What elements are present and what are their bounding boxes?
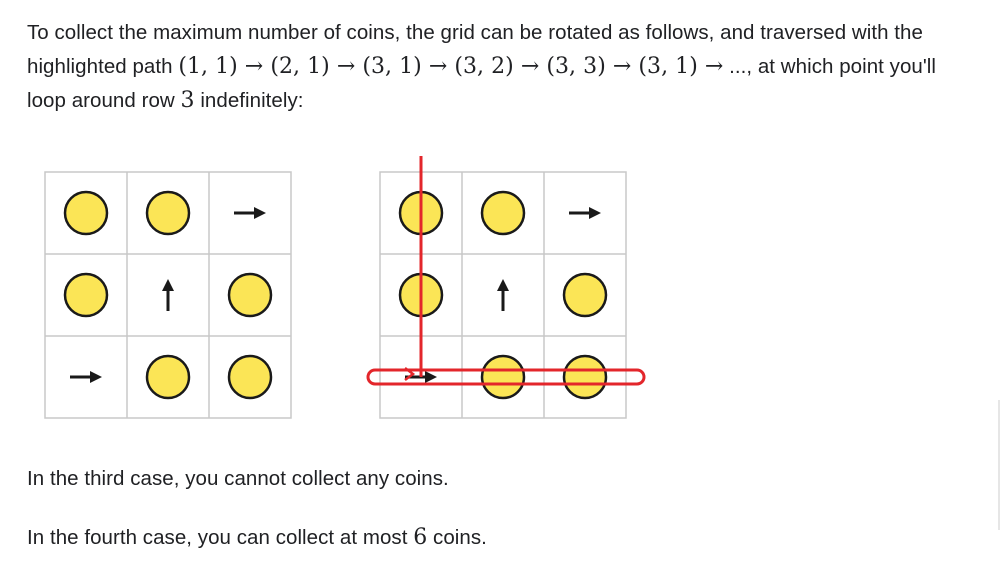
scroll-edge-line xyxy=(998,400,1000,530)
fourth-case-text-1: In the fourth case, you can collect at m… xyxy=(27,526,414,549)
coin-icon xyxy=(63,272,109,318)
path-sequence: (1, 1) → (2, 1) → (3, 1) → (3, 2) → (3, … xyxy=(178,54,724,79)
coin-icon xyxy=(145,190,191,236)
intro-paragraph: To collect the maximum number of coins, … xyxy=(27,16,977,118)
coin-icon xyxy=(480,190,526,236)
grids-figure xyxy=(0,150,680,435)
coin-icon xyxy=(562,272,608,318)
fourth-case-text-2: coins. xyxy=(427,526,487,549)
arrow-right-icon xyxy=(234,207,266,219)
path-row-loop xyxy=(366,368,646,386)
fourth-case-paragraph: In the fourth case, you can collect at m… xyxy=(27,521,487,555)
original-grid xyxy=(44,171,292,419)
arrow-right-icon xyxy=(569,207,601,219)
coin-icon xyxy=(480,354,526,400)
arrow-up-icon xyxy=(162,279,174,311)
coin-icon xyxy=(63,190,109,236)
row-number: 3 xyxy=(180,88,195,113)
intro-text-2: ..., at which point you'll loop around r… xyxy=(27,55,937,112)
grid-frame xyxy=(44,171,292,419)
intro-text-3: indefinitely: xyxy=(194,89,304,112)
arrow-right-icon xyxy=(70,371,102,383)
coin-icon xyxy=(227,354,273,400)
grid-frame xyxy=(379,171,627,419)
coin-icon xyxy=(227,272,273,318)
grids-illustration xyxy=(44,156,646,419)
rotated-grid xyxy=(366,156,646,419)
coin-icon xyxy=(562,354,608,400)
highlighted-path xyxy=(366,156,646,386)
third-case-paragraph: In the third case, you cannot collect an… xyxy=(27,467,449,490)
arrow-up-icon xyxy=(497,279,509,311)
intro-text-1: To collect the maximum number of coins, … xyxy=(27,21,923,78)
coin-icon xyxy=(145,354,191,400)
max-coins-number: 6 xyxy=(413,525,428,550)
